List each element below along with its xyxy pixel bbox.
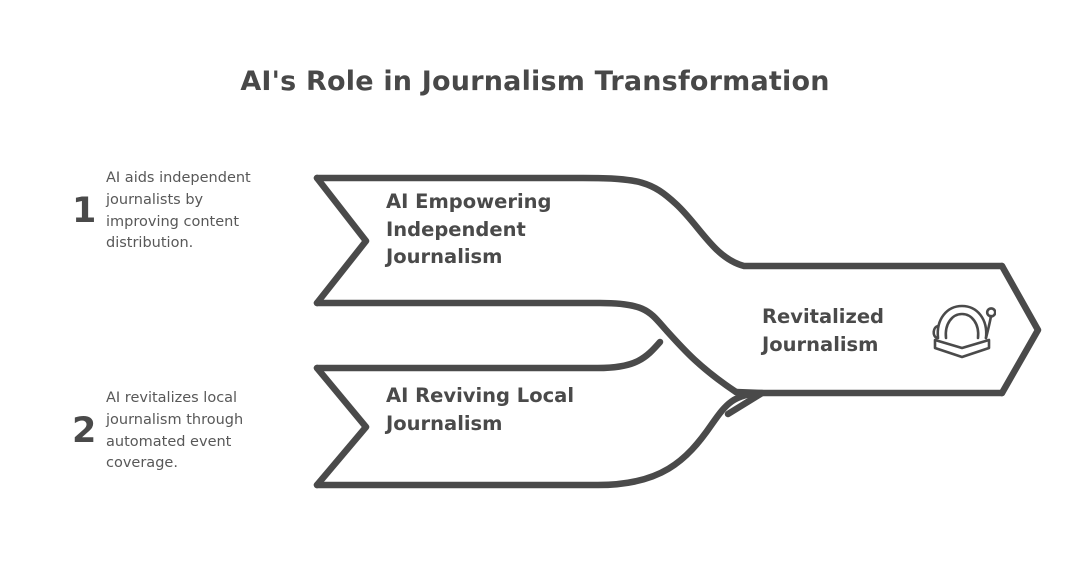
outcome-left-chevron-icon [724, 388, 766, 418]
upper-banner-chevron-icon [313, 174, 370, 307]
outcome-arrow-head [998, 262, 1042, 397]
note-number-1: 1 [72, 191, 97, 231]
lower-flow-top-edge [313, 338, 664, 372]
upper-flow-top-edge [313, 174, 1006, 270]
book-sunrise-icon [932, 304, 996, 359]
lower-banner-chevron-icon [313, 364, 370, 489]
input-label-ai-reviving-local-journalism: AI Reviving Local Journalism [386, 384, 575, 435]
note-item-2: 2 AI revitalizes local journalism throug… [72, 388, 312, 475]
note-number-2: 2 [72, 411, 97, 451]
input-label-ai-empowering-independent-journalism: AI Empowering Independent Journalism [386, 190, 552, 269]
lower-flow-bottom-edge [313, 389, 1006, 489]
note-item-1: 1 AI aids independent journalists by imp… [72, 168, 312, 255]
note-text-1: AI aids independent journalists by impro… [106, 170, 251, 252]
note-text-2: AI revitalizes local journalism through … [106, 390, 244, 472]
outcome-label-revitalized-journalism: Revitalized Journalism [762, 305, 885, 356]
upper-flow-bottom-edge [313, 299, 740, 396]
page-title: AI's Role in Journalism Transformation [240, 66, 830, 97]
